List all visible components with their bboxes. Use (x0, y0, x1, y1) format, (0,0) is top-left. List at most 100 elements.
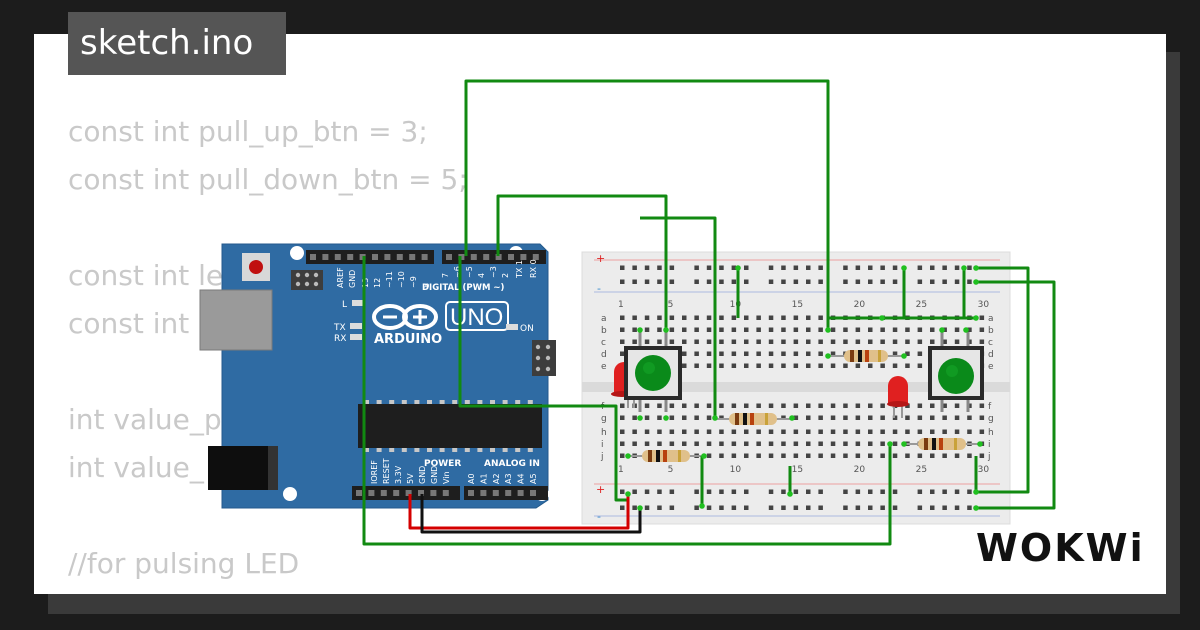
header-pin[interactable] (310, 254, 316, 260)
header-pin[interactable] (384, 254, 391, 260)
header-pin[interactable] (393, 490, 400, 496)
header-pin[interactable] (470, 254, 477, 260)
header-pin[interactable] (446, 254, 452, 260)
wokwi-logo: WOKWi (976, 526, 1145, 570)
pin-label: A1 (479, 473, 488, 484)
header-pin[interactable] (356, 490, 362, 496)
row-letter: h (988, 428, 994, 438)
row-letter: d (988, 350, 994, 360)
header-pin[interactable] (430, 490, 437, 496)
wire-endpoint (735, 265, 741, 271)
wire-black[interactable] (420, 494, 642, 534)
row-letter: c (988, 338, 993, 348)
header-pin[interactable] (532, 254, 539, 260)
resistor[interactable] (830, 350, 902, 362)
resistor[interactable] (628, 450, 704, 462)
column-number: 10 (730, 465, 742, 475)
pin-label: ~11 (385, 271, 394, 288)
wire-green[interactable] (496, 194, 668, 330)
filename-tab[interactable]: sketch.ino (68, 12, 286, 75)
pin-label: GND (430, 466, 439, 484)
header-pin[interactable] (530, 490, 536, 496)
row-letter: j (600, 452, 604, 462)
wire-endpoint (973, 489, 979, 495)
row-letter: b (601, 326, 607, 336)
wire-green[interactable] (362, 256, 892, 546)
header-pin[interactable] (409, 254, 416, 260)
header-pin[interactable] (405, 490, 412, 496)
pin-label: A5 (529, 473, 538, 484)
header-pin[interactable] (492, 490, 499, 496)
header-pin[interactable] (468, 490, 474, 496)
minus-rail-label: - (597, 510, 601, 523)
wire-endpoint (901, 265, 907, 271)
header-pin[interactable] (372, 254, 378, 260)
usb-connector (200, 290, 272, 350)
wire-endpoint (699, 503, 705, 509)
wire-endpoint (973, 279, 979, 285)
wire-green[interactable] (976, 266, 1030, 494)
wire-endpoint (625, 453, 631, 459)
power-jack (208, 446, 274, 490)
wire-green[interactable] (640, 216, 717, 418)
wire-endpoint (663, 415, 669, 421)
wire-endpoint (973, 265, 979, 271)
pin-label: GND (418, 466, 427, 484)
header-pin[interactable] (442, 490, 449, 496)
header-pin[interactable] (517, 490, 524, 496)
header-pin[interactable] (505, 490, 512, 496)
resistor[interactable] (715, 413, 791, 425)
row-letter: h (601, 428, 607, 438)
header-pin[interactable] (334, 254, 341, 260)
pin-label: ~9 (409, 276, 418, 288)
atmega-chip (358, 404, 542, 448)
pin-label: 3.3V (394, 465, 403, 484)
row-letter: g (601, 414, 607, 424)
wire-green[interactable] (464, 79, 830, 330)
header-pin[interactable] (480, 490, 487, 496)
pushbutton[interactable] (624, 332, 682, 412)
pin-label: 2 (501, 273, 510, 278)
header-pin[interactable] (368, 490, 375, 496)
header-pin[interactable] (421, 254, 428, 260)
header-pin[interactable] (418, 490, 424, 496)
wire-red[interactable] (408, 494, 630, 530)
wire-green[interactable] (458, 256, 628, 502)
pushbutton[interactable] (928, 332, 984, 412)
wire-endpoint (901, 441, 907, 447)
header-pin[interactable] (396, 254, 403, 260)
header-pin[interactable] (495, 254, 502, 260)
pin-label: A3 (504, 473, 513, 484)
wire-endpoint (961, 265, 967, 271)
column-number: 15 (792, 465, 803, 475)
row-letter: e (988, 362, 994, 372)
wire-green[interactable] (976, 280, 1056, 510)
digital-header-left (306, 250, 434, 264)
code-line: const int (68, 307, 190, 340)
mount-hole (290, 246, 304, 260)
pin-label: 5V (406, 473, 415, 484)
wire-endpoint (977, 441, 983, 447)
code-line: const int le (68, 259, 224, 292)
row-letter: g (988, 414, 994, 424)
arduino-uno: UNO ARDUINO L TX RX ON DIGITAL (PWM ~) P… (199, 243, 556, 509)
resistor[interactable] (904, 438, 980, 450)
pin-label: 8 (422, 283, 431, 288)
header-pin[interactable] (347, 254, 354, 260)
column-number: 20 (854, 300, 866, 310)
led-red[interactable] (887, 376, 909, 418)
power-header-label: POWER (424, 459, 461, 469)
header-pin[interactable] (483, 254, 490, 260)
wire-endpoint (901, 353, 907, 359)
row-letter: b (988, 326, 994, 336)
rx-label: RX (334, 334, 346, 344)
header-pin[interactable] (322, 254, 329, 260)
header-pin[interactable] (508, 254, 514, 260)
plus-rail-label: + (596, 483, 605, 496)
header-pin[interactable] (380, 490, 387, 496)
row-letter: c (601, 338, 606, 348)
header-pin[interactable] (520, 254, 527, 260)
wire-endpoint (963, 327, 969, 333)
digital-header-label: DIGITAL (PWM ~) (422, 283, 504, 293)
wire-endpoint (701, 453, 707, 459)
